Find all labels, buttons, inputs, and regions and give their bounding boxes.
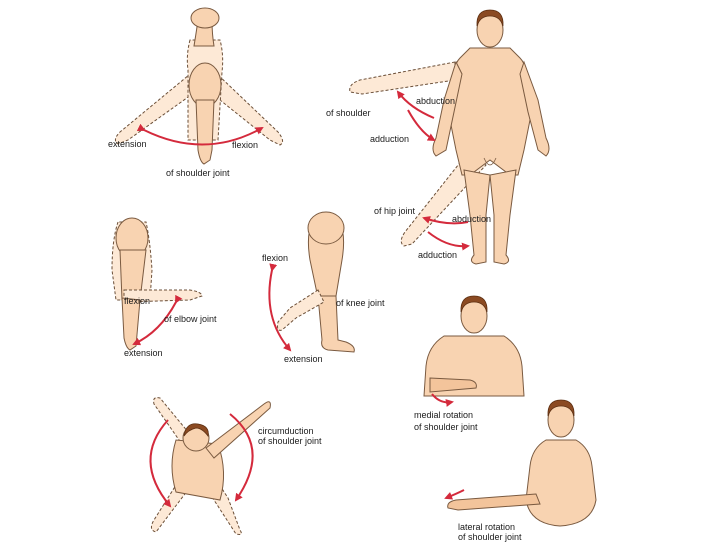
head bbox=[190, 7, 220, 29]
hair bbox=[183, 423, 209, 437]
circumduction-label: circumduction bbox=[258, 426, 314, 436]
left-arm bbox=[432, 60, 463, 157]
circumduction-arc-right bbox=[229, 413, 254, 502]
ghost-abducted-arm bbox=[349, 61, 456, 95]
of-knee-joint-label: of knee joint bbox=[336, 298, 385, 308]
forearm-across bbox=[429, 377, 477, 393]
of-shoulder-label: of shoulder bbox=[326, 108, 371, 118]
shoulder-abduction-arc bbox=[396, 90, 435, 119]
hair bbox=[460, 295, 488, 313]
hip-abduction-arc bbox=[422, 216, 469, 225]
medial-rotation-arrow bbox=[431, 393, 454, 407]
elbow-flexion-label: flexion bbox=[124, 296, 151, 306]
shoulder-adduction-label: adduction bbox=[370, 134, 410, 144]
raised-arm bbox=[205, 401, 271, 459]
lateral-rotation-label: lateral rotation bbox=[458, 522, 516, 532]
hair bbox=[476, 9, 504, 27]
knee-arc bbox=[268, 263, 292, 352]
of-elbow-joint-label: of elbow joint bbox=[164, 314, 217, 324]
elbow-arc bbox=[132, 294, 183, 346]
circumduction-figure bbox=[149, 397, 271, 535]
hip-adduction-arc bbox=[427, 231, 470, 251]
left-leg bbox=[463, 169, 491, 265]
shoulder-adduction-arc bbox=[407, 109, 436, 141]
medial-rotation-caption: of shoulder joint bbox=[414, 422, 478, 432]
torso bbox=[449, 47, 531, 176]
hip-adduction-label: adduction bbox=[418, 250, 458, 260]
shoulder-flexion-figure bbox=[114, 7, 284, 165]
torso bbox=[525, 439, 597, 527]
ghost-flexed-shin bbox=[277, 289, 325, 331]
hair bbox=[547, 399, 575, 417]
hanging-arm bbox=[195, 99, 215, 165]
buttock bbox=[307, 211, 345, 245]
right-leg bbox=[489, 169, 517, 265]
flexion-arc bbox=[136, 123, 264, 146]
lateral-rotation-arrow bbox=[444, 489, 465, 500]
shin bbox=[317, 295, 355, 353]
lateral-rotation-caption: of shoulder joint bbox=[458, 532, 522, 542]
elbow-extension-label: extension bbox=[124, 348, 163, 358]
medial-rotation-figure bbox=[423, 295, 525, 407]
lateral-rotation-figure bbox=[444, 399, 597, 527]
shoulder-flexion-caption: of shoulder joint bbox=[166, 168, 230, 178]
shoulder-abduction-label: abduction bbox=[416, 96, 456, 106]
circumduction-caption: of shoulder joint bbox=[258, 436, 322, 446]
right-arm bbox=[519, 60, 550, 157]
hip-abduction-label: abduction bbox=[452, 214, 492, 224]
circumduction-arc-left bbox=[149, 419, 172, 508]
shoulder-extension-label: extension bbox=[108, 139, 147, 149]
medial-rotation-label: medial rotation bbox=[414, 410, 474, 420]
knee-extension-label: extension bbox=[284, 354, 323, 364]
elbow-flexion-figure bbox=[111, 217, 203, 351]
knee-flexion-figure bbox=[268, 211, 355, 353]
torso bbox=[171, 439, 224, 501]
shoulder-flexion-label: flexion bbox=[232, 140, 259, 150]
groin-line bbox=[483, 157, 497, 166]
standing-man-figure bbox=[349, 9, 550, 265]
lateral-forearm bbox=[447, 493, 541, 511]
of-hip-joint-label: of hip joint bbox=[374, 206, 416, 216]
knee-flexion-label: flexion bbox=[262, 253, 289, 263]
